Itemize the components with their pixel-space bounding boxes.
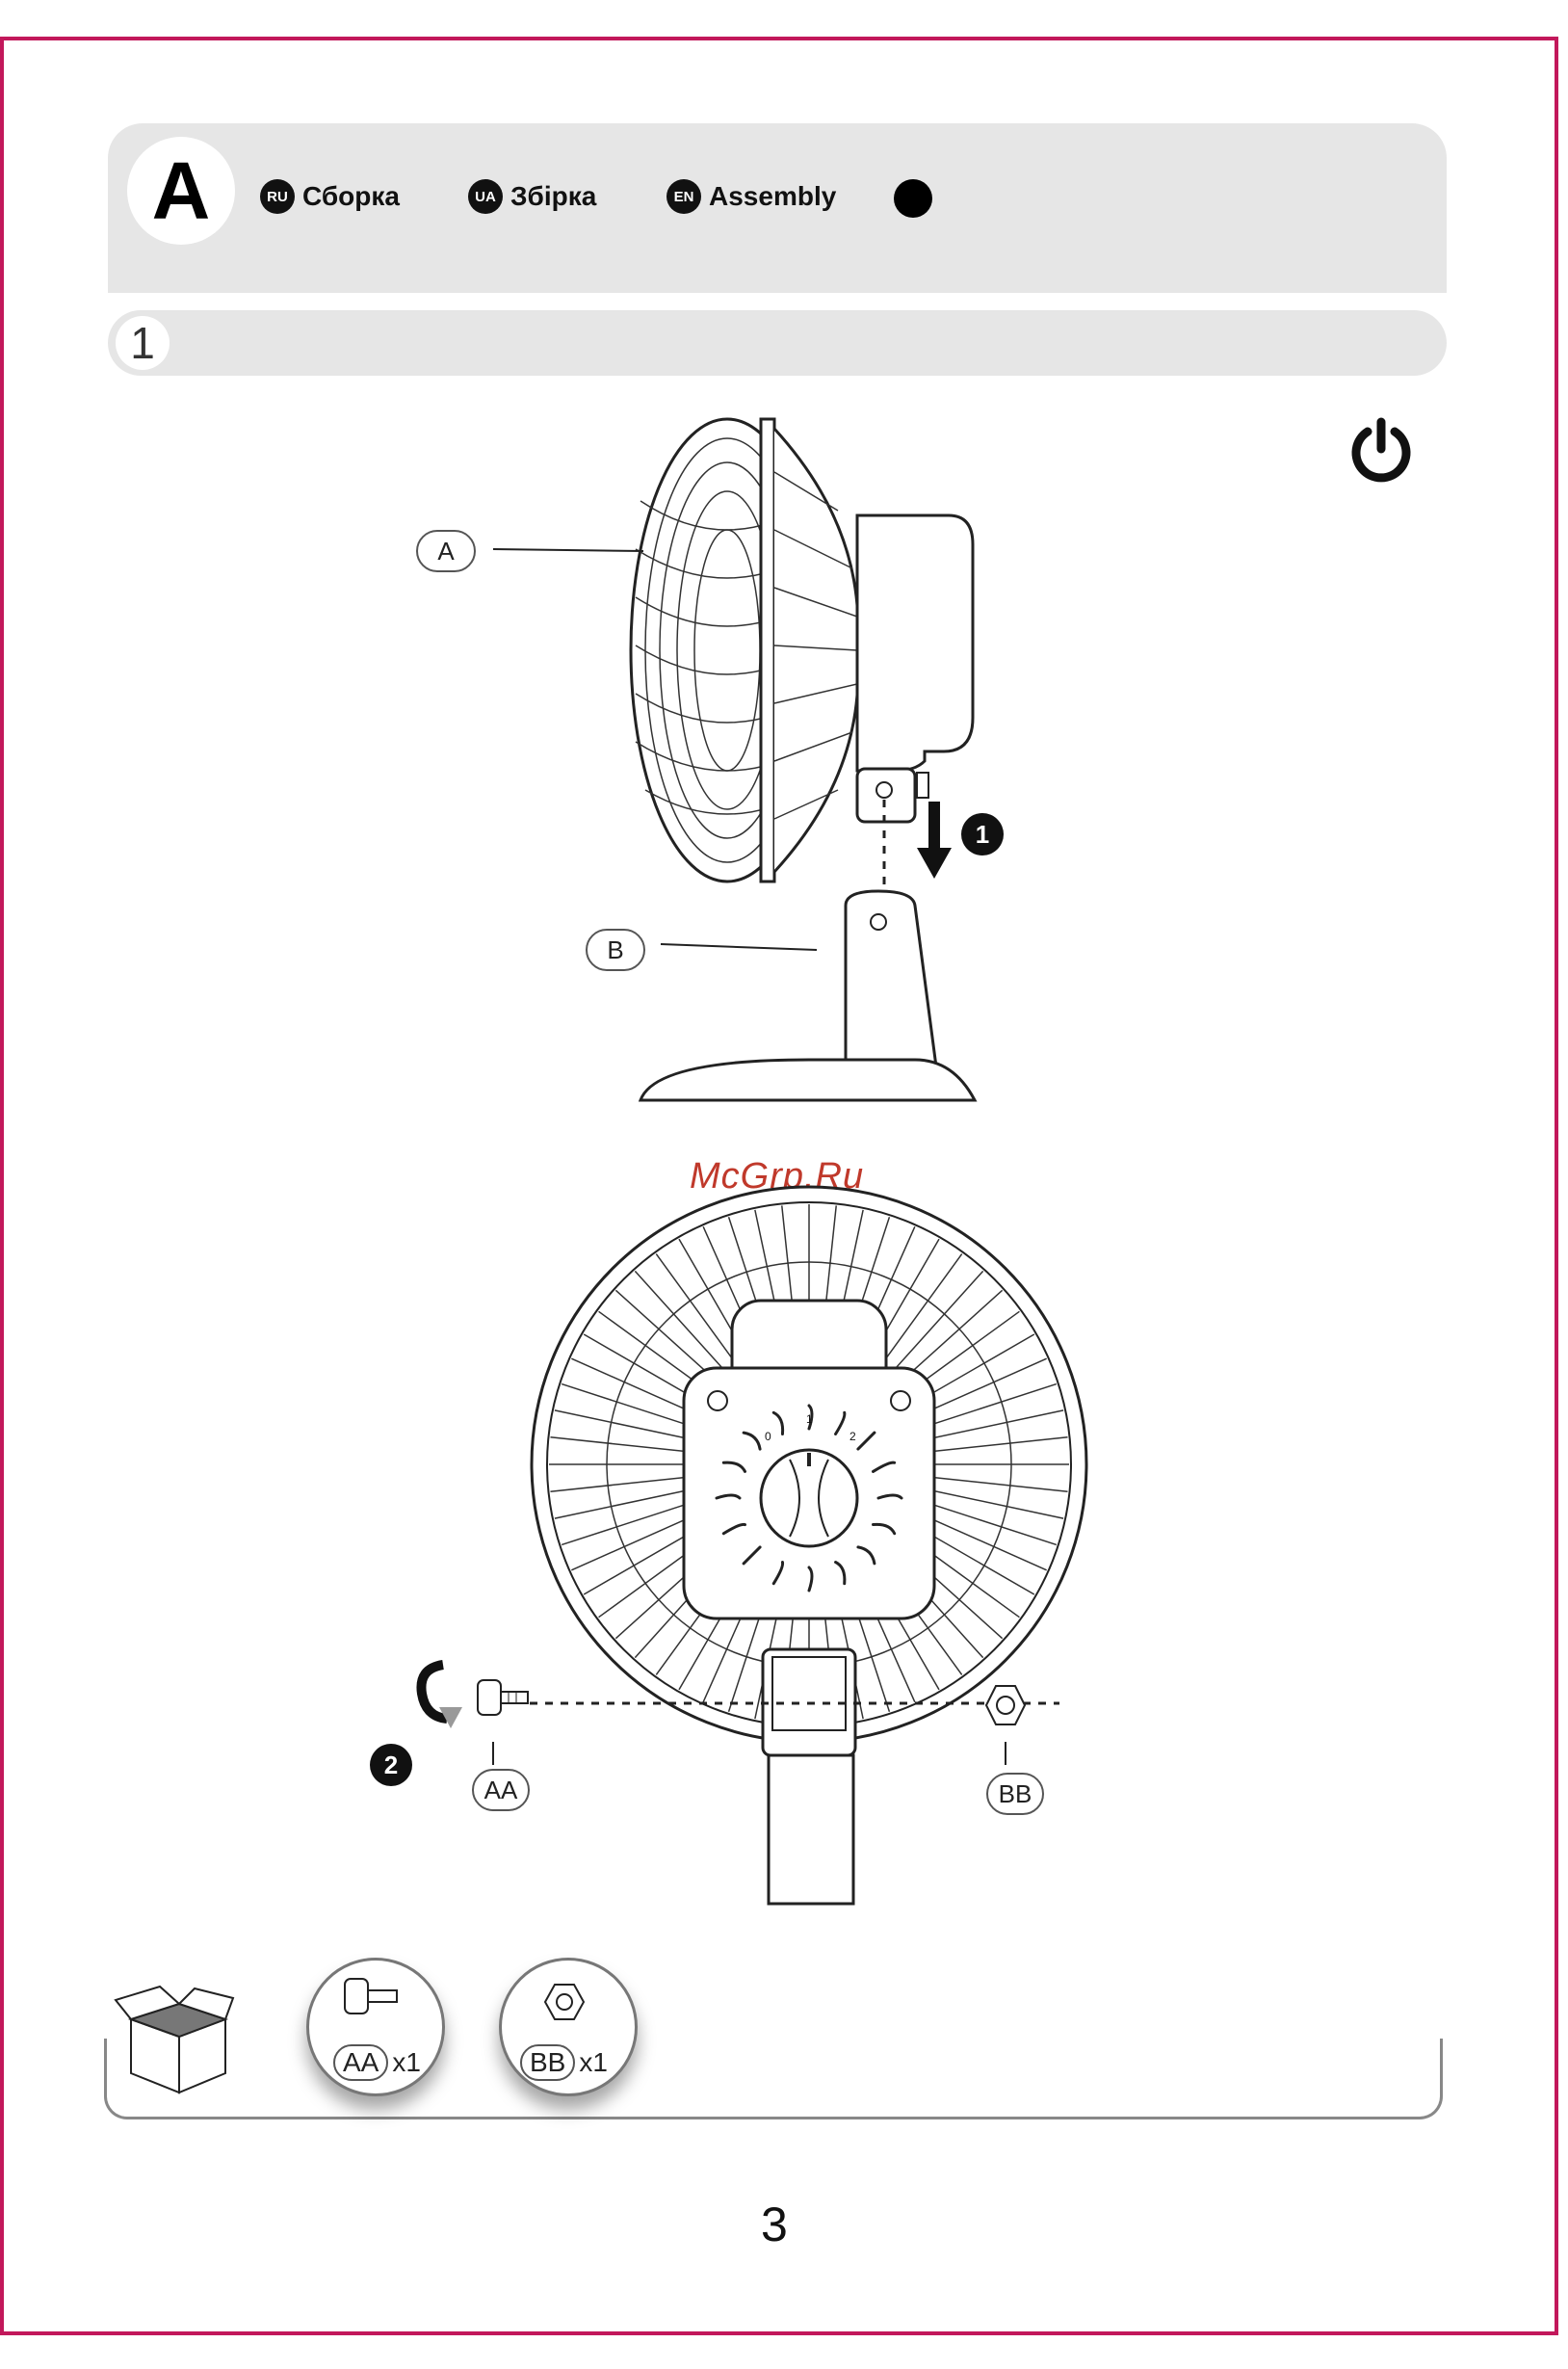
rotate-arrow-icon [414,1659,472,1728]
dial-mark-0: 0 [765,1430,771,1443]
screw-aa-part-icon [343,1975,401,2017]
parts-tray [104,2039,1443,2119]
callout-b: B [586,929,645,971]
part-code: BB [520,2044,575,2081]
page-number: 3 [761,2197,788,2252]
part-qty: x1 [392,2047,421,2078]
dial-mark-2: 2 [849,1430,856,1443]
part-bb-label: BB x1 [520,2044,608,2081]
nut-bb-part-icon [543,1981,586,2023]
callout-bb: BB [986,1773,1044,1815]
screw-aa-icon [476,1676,530,1719]
part-qty: x1 [579,2047,608,2078]
nut-bb-icon [982,1682,1029,1728]
part-aa-label: AA x1 [333,2044,421,2081]
callout-aa: AA [472,1769,530,1811]
dial-mark-1: 1 [806,1412,813,1426]
package-box-icon [112,1971,237,2096]
step-badge-2: 2 [370,1744,412,1786]
callout-a: A [416,530,476,572]
part-code: AA [333,2044,388,2081]
